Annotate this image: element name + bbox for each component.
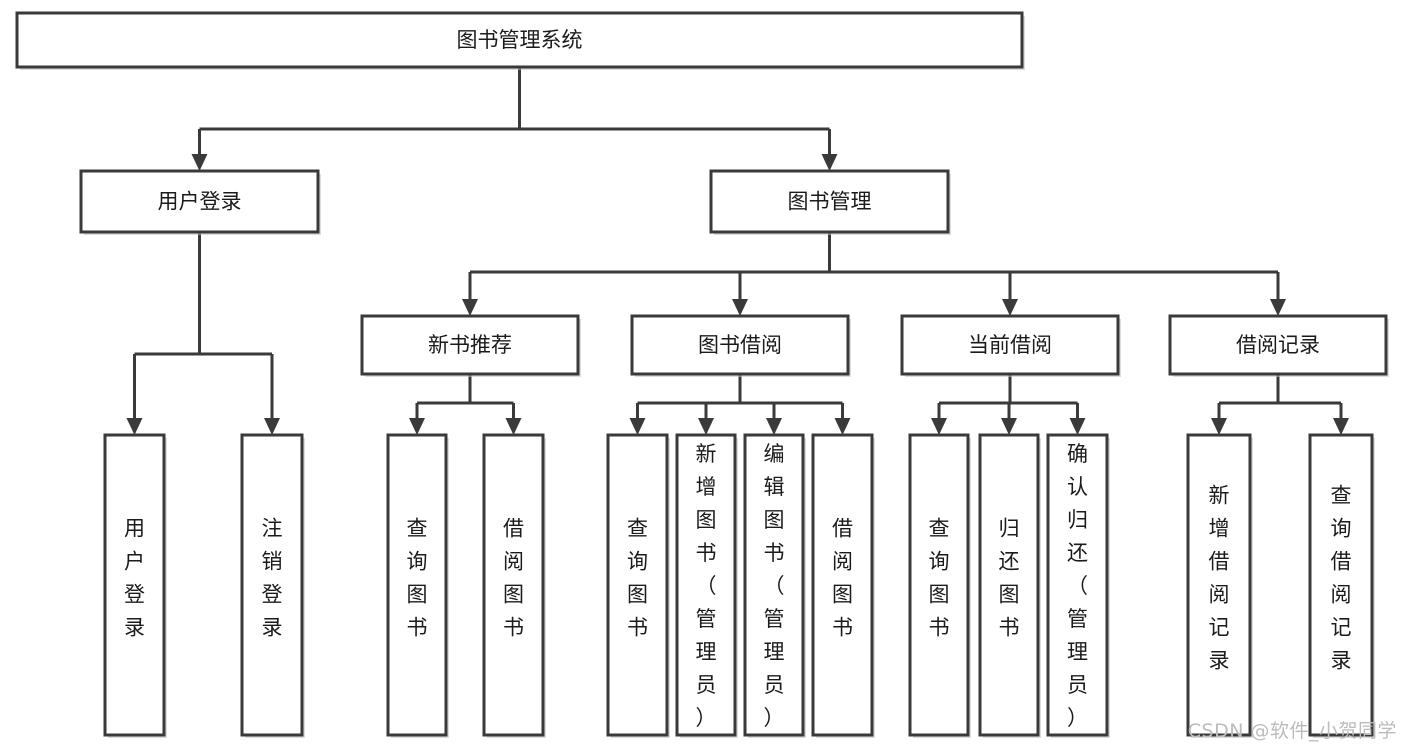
node-borrow-record[interactable]: 借阅记录: [1168, 314, 1389, 377]
node-leaf-add-book[interactable]: 新增图书（管理员）: [675, 433, 738, 738]
node-leaf-user-logout[interactable]: 注销登录: [240, 433, 305, 738]
node-current-borrow[interactable]: 当前借阅: [900, 314, 1121, 377]
node-book-manage[interactable]: 图书管理: [709, 169, 951, 235]
arrow-head-icon: [1270, 299, 1286, 316]
node-rect[interactable]: [15, 11, 1024, 69]
node-leaf-borrow-book-br[interactable]: 借阅图书: [811, 433, 875, 738]
node-leaf-query-book-br[interactable]: 查询图书: [606, 433, 670, 738]
node-label: 用户登录: [124, 517, 145, 640]
node-rect[interactable]: [978, 433, 1040, 737]
node-leaf-edit-book[interactable]: 编辑图书（管理员）: [743, 433, 806, 738]
node-label: 注销登录: [262, 517, 283, 640]
connector-group-book-borrow: [629, 374, 851, 435]
node-leaf-query-book-cb[interactable]: 查询图书: [908, 433, 971, 738]
node-rect[interactable]: [743, 433, 805, 737]
arrow-head-icon: [1211, 418, 1227, 435]
node-rect[interactable]: [240, 433, 304, 737]
arrow-head-icon: [462, 299, 478, 316]
node-rect[interactable]: [1168, 314, 1388, 376]
arrow-head-icon: [766, 418, 782, 435]
node-leaf-add-record[interactable]: 新增借阅记录: [1186, 433, 1253, 738]
node-label: 当前借阅: [968, 333, 1052, 357]
node-rect[interactable]: [630, 314, 850, 376]
arrow-head-icon: [732, 299, 748, 316]
arrow-head-icon: [191, 154, 208, 171]
arrow-head-icon: [264, 418, 280, 435]
node-rect[interactable]: [1046, 433, 1109, 737]
node-rect[interactable]: [1308, 433, 1374, 737]
node-rect[interactable]: [1186, 433, 1252, 737]
node-new-book-rec[interactable]: 新书推荐: [360, 314, 581, 377]
node-label: 图书借阅: [698, 333, 782, 357]
arrow-head-icon: [931, 418, 947, 435]
nodes-layer: 图书管理系统用户登录图书管理新书推荐图书借阅当前借阅借阅记录用户登录注销登录查询…: [15, 11, 1389, 738]
node-leaf-borrow-book-rec[interactable]: 借阅图书: [482, 433, 546, 738]
arrow-head-icon: [126, 418, 143, 435]
node-rect[interactable]: [811, 433, 874, 737]
node-label: 借阅图书: [832, 517, 853, 640]
node-book-borrow[interactable]: 图书借阅: [630, 314, 851, 377]
connector-group-book-manage: [462, 232, 1286, 316]
node-label: 新书推荐: [428, 333, 512, 357]
node-leaf-user-login[interactable]: 用户登录: [103, 433, 167, 738]
node-label: 归还图书: [999, 517, 1020, 640]
arrow-head-icon: [1001, 418, 1017, 435]
connector-group-root: [191, 67, 838, 171]
node-rect[interactable]: [900, 314, 1120, 376]
node-rect[interactable]: [103, 433, 166, 737]
arrow-head-icon: [629, 418, 646, 435]
node-rect[interactable]: [606, 433, 669, 737]
node-leaf-query-record[interactable]: 查询借阅记录: [1308, 433, 1375, 738]
connector-group-user-login: [126, 232, 280, 435]
node-rect[interactable]: [908, 433, 970, 737]
node-rect[interactable]: [360, 314, 580, 376]
node-label: 查询图书: [407, 517, 428, 640]
arrow-head-icon: [409, 418, 425, 435]
node-label: 新增图书（管理员）: [696, 442, 717, 730]
node-rect[interactable]: [709, 169, 950, 234]
node-label: 查询图书: [627, 517, 648, 640]
node-label: 确认归还（管理员）: [1067, 442, 1088, 730]
connector-group-new-book-rec: [409, 374, 522, 435]
node-label: 借阅图书: [503, 517, 524, 640]
arrow-head-icon: [1333, 418, 1349, 435]
connector-group-borrow-record: [1211, 374, 1349, 435]
connectors-layer: [126, 67, 1349, 435]
node-label: 图书管理: [788, 190, 872, 214]
arrow-head-icon: [821, 154, 838, 171]
arrow-head-icon: [834, 418, 851, 435]
node-leaf-query-book-rec[interactable]: 查询图书: [386, 433, 449, 738]
node-leaf-return-book[interactable]: 归还图书: [978, 433, 1041, 738]
node-rect[interactable]: [482, 433, 545, 737]
node-label: 用户登录: [158, 190, 242, 214]
node-rect[interactable]: [79, 169, 320, 234]
arrow-head-icon: [1069, 418, 1086, 435]
arrow-head-icon: [1002, 299, 1018, 316]
arrow-head-icon: [505, 418, 522, 435]
node-label: 借阅记录: [1236, 333, 1320, 357]
connector-group-current-borrow: [931, 374, 1086, 435]
node-rect[interactable]: [675, 433, 737, 737]
node-label: 图书管理系统: [457, 28, 583, 52]
node-label: 编辑图书（管理员）: [764, 442, 785, 730]
node-label: 新增借阅记录: [1209, 484, 1230, 673]
node-leaf-confirm-return[interactable]: 确认归还（管理员）: [1046, 433, 1110, 738]
node-label: 查询图书: [929, 517, 950, 640]
node-root[interactable]: 图书管理系统: [15, 11, 1025, 70]
node-label: 查询借阅记录: [1331, 484, 1352, 673]
node-rect[interactable]: [386, 433, 448, 737]
node-user-login[interactable]: 用户登录: [79, 169, 321, 235]
arrow-head-icon: [698, 418, 714, 435]
